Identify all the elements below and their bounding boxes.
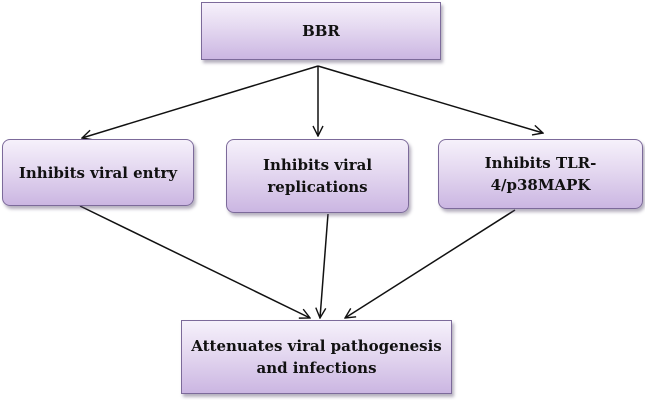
node-bbr-label: BBR (302, 22, 340, 40)
arrow-viral-replications-to-attenuates (320, 213, 329, 318)
node-attenuates-line-1: Attenuates viral pathogenesis (191, 337, 442, 355)
node-inhibits-tlr4-p38mapk: Inhibits TLR- 4/p38MAPK (438, 139, 643, 209)
node-bbr: BBR (201, 2, 441, 60)
node-inhibits-tlr4-line-1: Inhibits TLR- (484, 154, 597, 172)
node-inhibits-viral-entry: Inhibits viral entry (2, 139, 194, 206)
node-attenuates-viral-pathogenesis: Attenuates viral pathogenesis and infect… (181, 320, 452, 394)
node-inhibits-viral-entry-line-1: Inhibits viral entry (18, 163, 178, 182)
arrow-bbr-to-tlr4 (317, 65, 543, 133)
node-attenuates-line-2: and infections (256, 359, 377, 377)
node-inhibits-viral-replications-line-1: Inhibits viral (262, 156, 373, 174)
node-inhibits-tlr4-line-2: 4/p38MAPK (490, 176, 591, 194)
node-inhibits-viral-replications: Inhibits viral replications (226, 139, 409, 213)
arrow-tlr4-to-attenuates (345, 209, 516, 318)
arrow-viral-entry-to-attenuates (79, 205, 310, 318)
node-inhibits-viral-replications-line-2: replications (267, 178, 368, 196)
arrow-bbr-to-viral-entry (82, 65, 319, 138)
